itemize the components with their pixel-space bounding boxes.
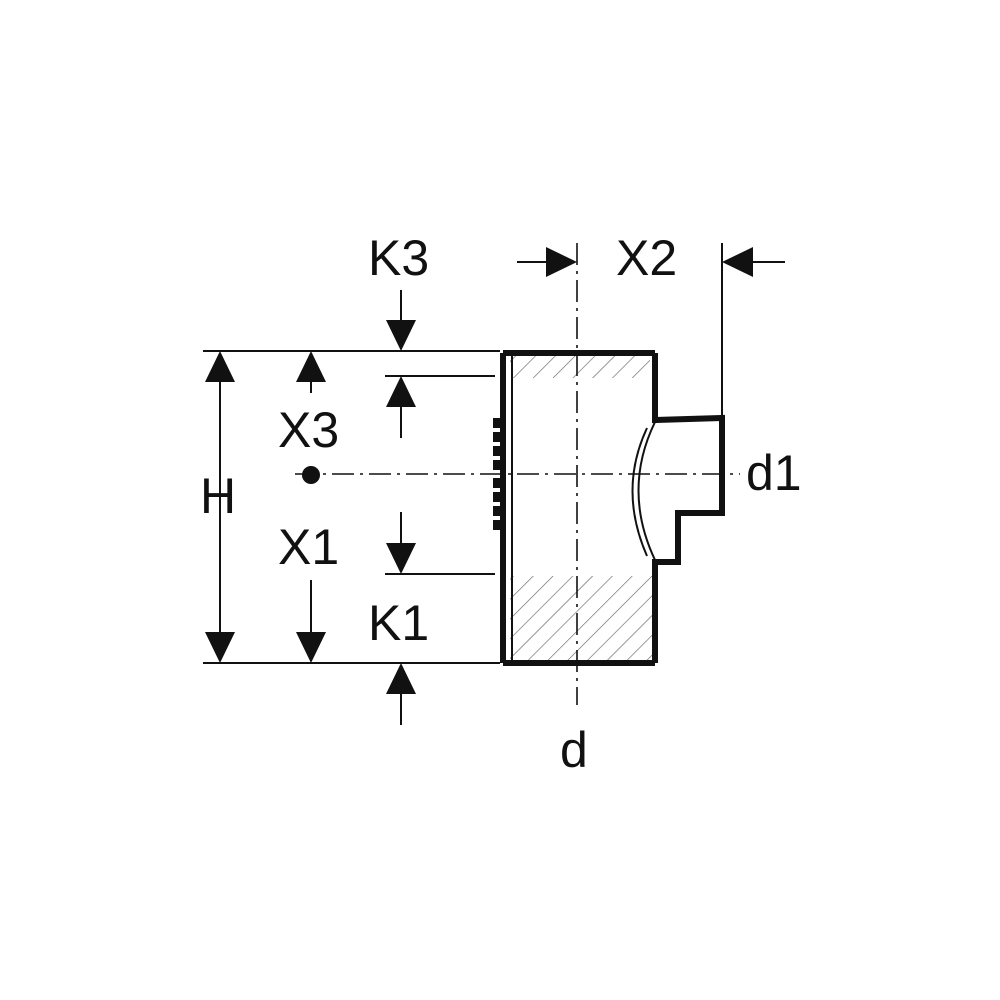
top-hatch-area [510,356,650,378]
x2-dimension [517,247,785,277]
label-k1: K1 [368,595,429,651]
label-x3: X3 [278,402,339,458]
seal-ribs [493,418,502,530]
branch-inner-curve [631,421,656,561]
k3-dimension [386,290,416,438]
reference-point [302,466,320,484]
label-x1: X1 [278,519,339,575]
label-h: H [200,468,236,524]
label-d: d [560,722,588,778]
label-x2: X2 [616,230,677,286]
tee-body-outline [500,350,725,666]
h-dimension [205,351,235,663]
k1-dimension [386,512,416,725]
bottom-hatch-area [510,576,652,660]
x3-x1-dimension [296,351,326,663]
label-d1: d1 [746,445,802,501]
extension-lines [203,243,723,664]
label-k3: K3 [368,230,429,286]
